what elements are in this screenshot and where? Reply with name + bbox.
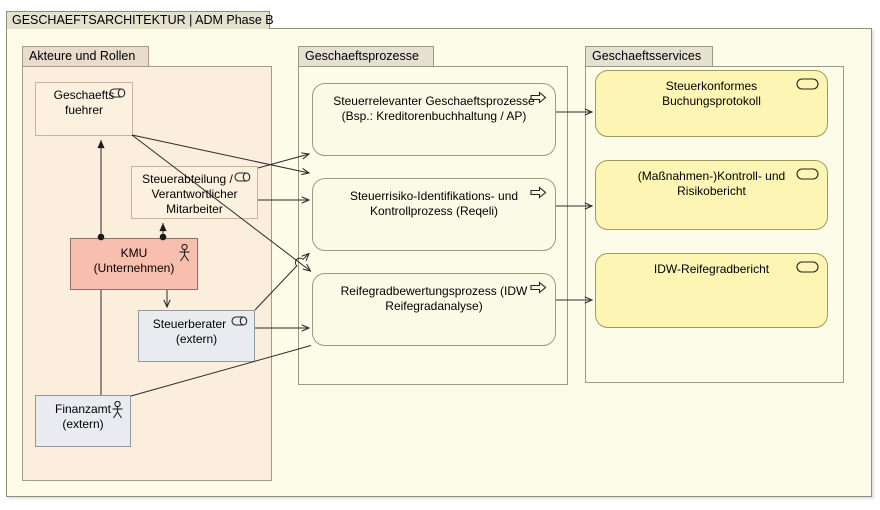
- node-geschaeftsfuehrer: Geschaefts fuehrer: [35, 82, 133, 136]
- node-label: Steuerkonformes: [665, 79, 758, 93]
- view-title: GESCHAEFTSARCHITEKTUR | ADM Phase B: [12, 13, 274, 27]
- node-label: Verantwortlicher: [151, 187, 238, 201]
- role-icon: [234, 172, 251, 182]
- process-icon: [530, 281, 547, 294]
- node-label: Kontrollprozess (Reqeli): [369, 204, 499, 218]
- process-icon: [530, 186, 547, 199]
- group-label: Geschaeftsprozesse: [305, 49, 419, 63]
- service-icon: [796, 78, 819, 90]
- node-service-kontrollbericht: (Maßnahmen-)Kontroll- und Risikobericht: [595, 160, 828, 230]
- view-title-tab: GESCHAEFTSARCHITEKTUR | ADM Phase B: [6, 11, 274, 29]
- node-label: (Bsp.: Kreditorenbuchhaltung / AP): [341, 109, 527, 123]
- node-label: Geschaefts: [53, 88, 115, 102]
- node-label: Finanzamt: [54, 402, 112, 416]
- node-label: Reifegradanalyse): [385, 299, 483, 313]
- node-service-reifegradbericht: IDW-Reifegradbericht: [595, 253, 828, 328]
- service-icon: [796, 168, 819, 180]
- node-label: Risikobericht: [677, 184, 746, 198]
- node-label: (extern): [175, 332, 218, 346]
- node-label: Buchungsprotokoll: [662, 94, 761, 108]
- service-icon: [796, 261, 819, 273]
- node-steuerberater: Steuerberater (extern): [138, 310, 255, 362]
- node-prozess-steuerrisiko: Steuerrisiko-Identifikations- und Kontro…: [312, 178, 556, 251]
- actor-icon: [178, 243, 191, 262]
- node-prozess-reifegrad: Reifegradbewertungsprozess (IDW Reifegra…: [312, 273, 556, 346]
- node-service-buchungsprotokoll: Steuerkonformes Buchungsprotokoll: [595, 70, 828, 137]
- group-label: Akteure und Rollen: [29, 49, 136, 63]
- node-steuerabteilung: Steuerabteilung / Verantwortlicher Mitar…: [131, 166, 258, 219]
- group-label: Geschaeftsservices: [592, 49, 702, 63]
- node-kmu: KMU (Unternehmen): [70, 238, 198, 290]
- role-icon: [109, 88, 126, 98]
- node-prozess-steuerrelevant: Steuerrelevanter Geschaeftsprozesse (Bsp…: [312, 83, 556, 156]
- node-label: (extern): [62, 417, 104, 431]
- process-icon: [530, 91, 547, 104]
- node-finanzamt: Finanzamt (extern): [35, 395, 131, 447]
- node-label: Steuerrelevanter Geschaeftsprozesse: [333, 94, 535, 108]
- node-label: fuehrer: [64, 103, 104, 117]
- node-label: (Maßnahmen-)Kontroll- und: [637, 169, 786, 183]
- group-tab-akteure: Akteure und Rollen: [22, 46, 149, 66]
- node-label: Steuerrisiko-Identifikations- und: [349, 189, 519, 203]
- role-icon: [231, 316, 248, 326]
- actor-icon: [111, 400, 124, 419]
- node-label: Mitarbeiter: [166, 202, 223, 216]
- node-label: (Unternehmen): [93, 261, 175, 275]
- node-label: Steuerberater: [152, 317, 227, 331]
- group-tab-services: Geschaeftsservices: [585, 46, 713, 66]
- node-label: IDW-Reifegradbericht: [653, 262, 770, 276]
- node-label: Reifegradbewertungsprozess (IDW: [340, 284, 528, 298]
- group-tab-prozesse: Geschaeftsprozesse: [298, 46, 434, 66]
